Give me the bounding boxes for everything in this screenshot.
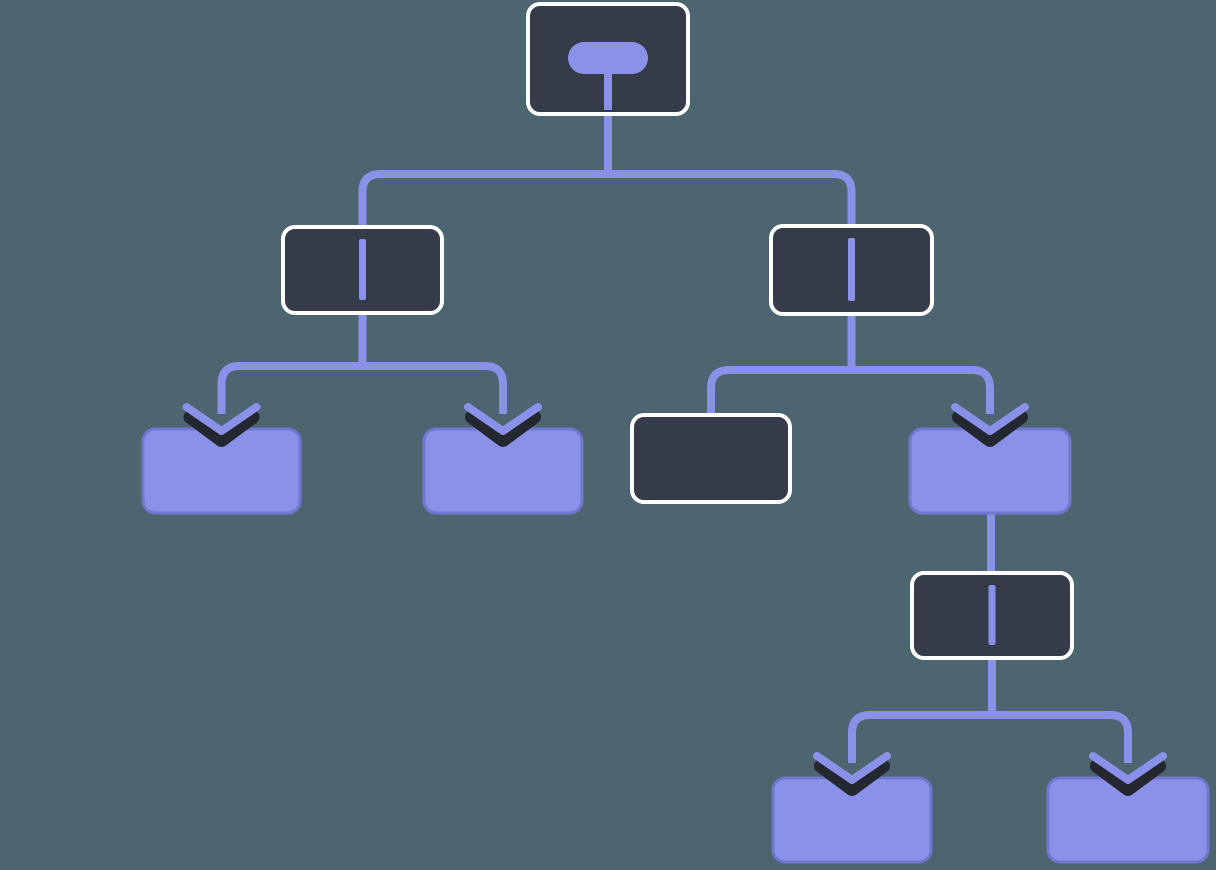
node-branch-block-lower[interactable] bbox=[910, 571, 1074, 660]
pill-stem bbox=[604, 70, 612, 110]
divider-bar bbox=[988, 585, 996, 645]
connector-fork-root bbox=[358, 170, 856, 233]
arrowhead-into-n3d bbox=[951, 403, 1029, 447]
connector-fork-n2r bbox=[707, 366, 994, 421]
connector-fork-n2l bbox=[217, 362, 507, 414]
pill-icon bbox=[568, 42, 648, 74]
arrowhead-into-n5b bbox=[1089, 752, 1167, 796]
arrowhead-into-n5a bbox=[813, 752, 891, 796]
node-branch-block-left[interactable] bbox=[281, 225, 444, 315]
arrowhead-into-n3a bbox=[182, 403, 261, 447]
divider-bar bbox=[848, 238, 855, 301]
arrow-purple-chevron-icon bbox=[813, 752, 891, 784]
arrow-dark-chevron-icon bbox=[183, 410, 260, 447]
arrowhead-into-n3b bbox=[464, 403, 542, 447]
arrow-purple-chevron-icon bbox=[182, 403, 261, 435]
node-root-block[interactable] bbox=[526, 2, 690, 116]
node-branch-block-right[interactable] bbox=[769, 224, 934, 316]
arrow-purple-chevron-icon bbox=[464, 403, 542, 435]
divider-bar bbox=[359, 239, 366, 300]
arrow-purple-chevron-icon bbox=[1089, 752, 1167, 784]
node-dark-leaf-block[interactable] bbox=[630, 413, 792, 504]
arrow-dark-chevron-icon bbox=[952, 410, 1028, 447]
arrow-purple-chevron-icon bbox=[951, 403, 1029, 435]
arrow-dark-chevron-icon bbox=[814, 759, 890, 796]
connector-fork-n4 bbox=[848, 711, 1132, 763]
arrow-dark-chevron-icon bbox=[1090, 759, 1166, 796]
arrow-dark-chevron-icon bbox=[465, 410, 541, 447]
dark-leaf-block-body[interactable] bbox=[630, 413, 792, 504]
